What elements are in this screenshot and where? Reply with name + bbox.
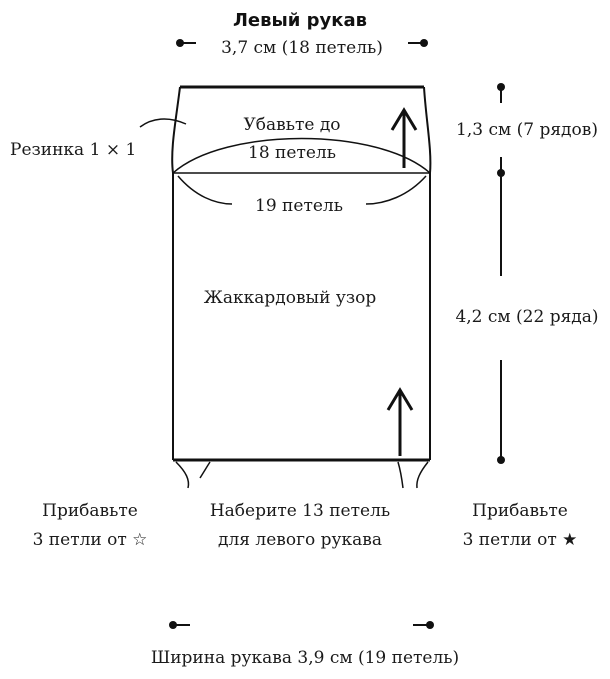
rib-leader-line xyxy=(139,118,187,128)
cast-on-pointer xyxy=(199,461,211,479)
top-width-right-dot xyxy=(420,39,428,47)
left-increase-pointer xyxy=(175,461,190,489)
cast-on-line1: Наберите 13 петель xyxy=(210,501,390,521)
diagram-title: Левый рукав xyxy=(233,10,367,31)
right-increase-line1: Прибавьте xyxy=(472,501,568,521)
bottom-width-right-dot xyxy=(426,621,434,629)
rib-height-label: 1,3 см (7 рядов) xyxy=(456,120,598,140)
rib-right-edge xyxy=(423,86,432,174)
body-arrow-head-icon xyxy=(386,387,414,411)
rib-label: Резинка 1 × 1 xyxy=(10,140,136,160)
rib-width-left-curve xyxy=(177,175,233,205)
decrease-note-line2: 18 петель xyxy=(248,143,336,163)
rib-arrow-head-icon xyxy=(390,107,418,131)
pattern-label: Жаккардовый узор xyxy=(204,288,377,308)
cast-on-pointer-right xyxy=(397,461,404,489)
rib-width-label: 19 петель xyxy=(255,196,343,216)
rib-left-edge xyxy=(171,86,181,174)
bottom-width-label: Ширина рукава 3,9 см (19 петель) xyxy=(151,648,459,668)
right-increase-line2: 3 петли от ★ xyxy=(463,530,578,550)
cast-on-line2: для левого рукава xyxy=(218,530,382,550)
right-increase-pointer xyxy=(416,461,429,489)
body-height-bottom-dot xyxy=(497,456,505,464)
body-height-label: 4,2 см (22 ряда) xyxy=(455,307,598,327)
decrease-note-line1: Убавьте до xyxy=(243,115,340,135)
top-width-label: 3,7 см (18 петель) xyxy=(221,38,383,58)
left-increase-line2: 3 петли от ☆ xyxy=(33,530,148,550)
left-increase-line1: Прибавьте xyxy=(42,501,138,521)
rib-width-right-curve xyxy=(365,175,427,205)
